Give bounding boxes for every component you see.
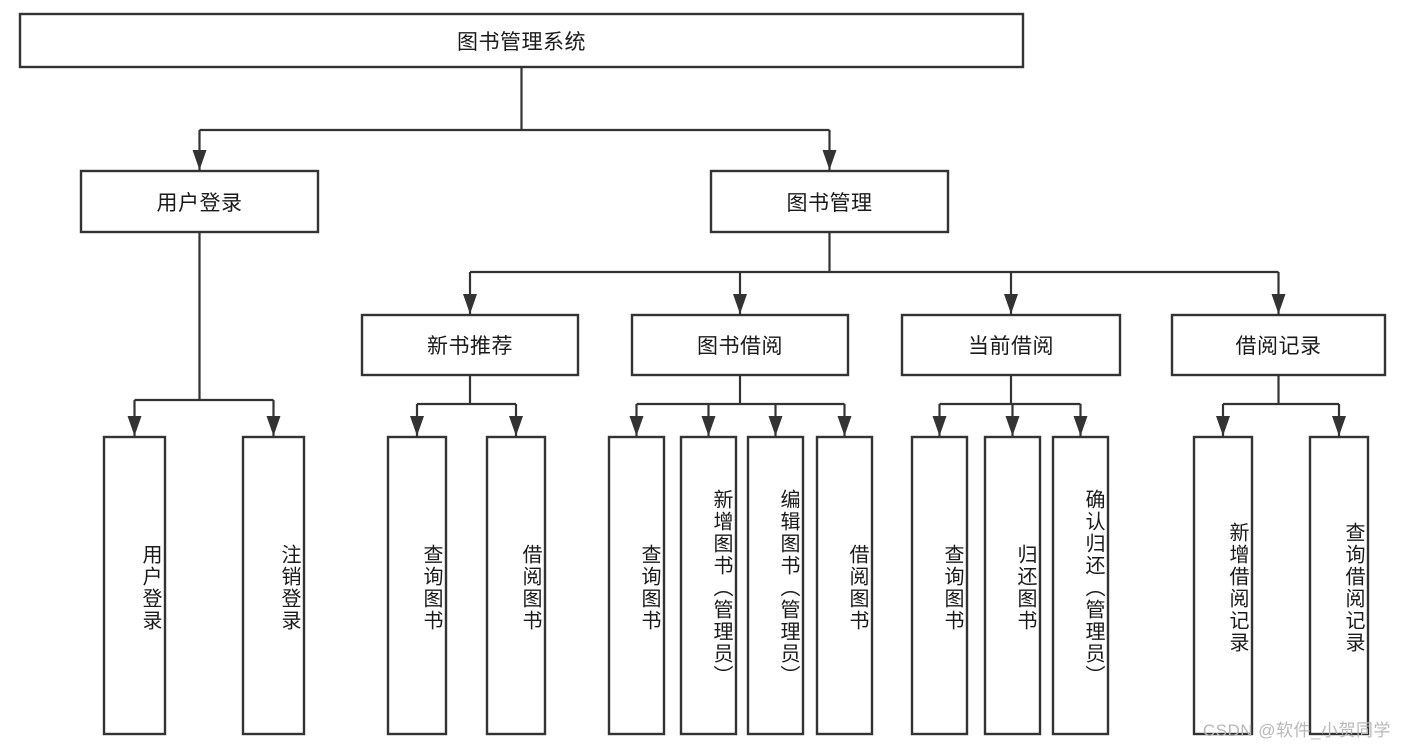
arrow-head-icon xyxy=(463,294,477,314)
node-box-leaf-query-book-2[interactable] xyxy=(607,435,666,736)
arrow-head-icon xyxy=(1005,416,1020,436)
node-box-leaf-add-book[interactable] xyxy=(679,435,738,736)
arrow-head-icon xyxy=(1073,416,1088,436)
node-box-leaf-query-book-3[interactable] xyxy=(910,435,969,736)
node-box-leaf-user-login[interactable] xyxy=(102,435,167,736)
boxes-layer xyxy=(18,12,1387,736)
node-box-borrow-record[interactable] xyxy=(1170,313,1387,377)
arrow-head-icon xyxy=(1271,294,1286,314)
arrow-head-icon xyxy=(768,416,783,436)
arrow-head-icon xyxy=(509,416,523,436)
node-box-current-borrow[interactable] xyxy=(900,313,1122,377)
arrow-head-icon xyxy=(192,150,207,170)
node-box-leaf-add-record[interactable] xyxy=(1192,435,1254,736)
node-box-leaf-edit-book[interactable] xyxy=(746,435,805,736)
arrow-head-icon xyxy=(410,416,424,436)
node-box-book-borrow[interactable] xyxy=(630,313,850,377)
arrow-head-icon xyxy=(837,416,852,436)
node-box-user-login[interactable] xyxy=(79,169,320,234)
node-box-leaf-borrow-book-2[interactable] xyxy=(815,435,874,736)
watermark-text: CSDN @软件_小贺同学 xyxy=(1202,721,1391,740)
arrow-head-icon xyxy=(733,294,747,314)
arrow-head-icon xyxy=(701,416,716,436)
connectors-layer xyxy=(127,67,1346,436)
node-box-leaf-logout[interactable] xyxy=(241,435,306,736)
arrow-head-icon xyxy=(822,150,837,170)
node-box-leaf-borrow-book-1[interactable] xyxy=(485,435,547,736)
arrow-head-icon xyxy=(629,416,644,436)
node-box-leaf-return-book[interactable] xyxy=(983,435,1042,736)
arrow-head-icon xyxy=(266,416,281,436)
arrow-head-icon xyxy=(1004,294,1018,314)
node-box-new-book-rec[interactable] xyxy=(360,313,580,377)
node-box-leaf-query-record[interactable] xyxy=(1308,435,1370,736)
node-box-book-manage[interactable] xyxy=(709,169,950,234)
node-box-leaf-query-book-1[interactable] xyxy=(386,435,448,736)
node-box-leaf-confirm-return[interactable] xyxy=(1051,435,1110,736)
arrow-head-icon xyxy=(1332,416,1346,436)
arrow-head-icon xyxy=(932,416,947,436)
node-box-root[interactable] xyxy=(18,12,1025,69)
arrow-head-icon xyxy=(1216,416,1230,436)
arrow-head-icon xyxy=(127,416,142,436)
